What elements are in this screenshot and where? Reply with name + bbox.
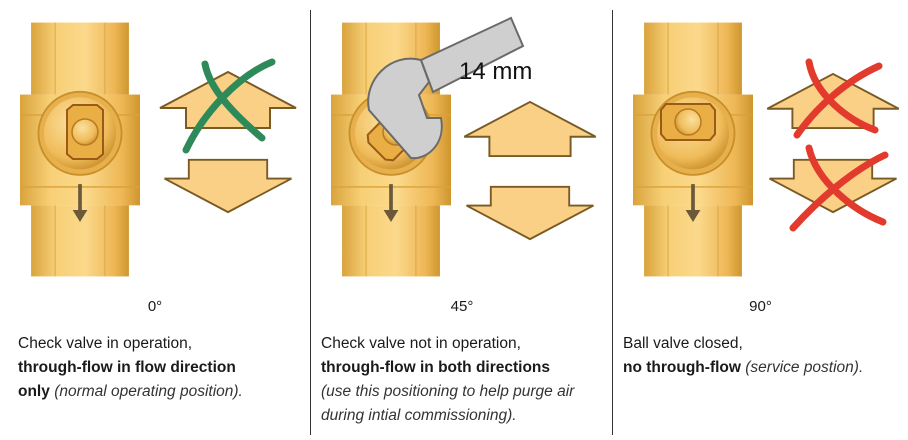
panel-description: Check valve in operation, through-flow i…	[18, 332, 303, 404]
panel-divider	[612, 10, 613, 435]
description-italic-b: during intial commissioning).	[321, 407, 517, 424]
wrench-size-label: 14 mm	[459, 58, 532, 85]
description-line1: Check valve in operation,	[18, 335, 193, 352]
valve-90deg-illustration	[633, 20, 900, 279]
green-cross-icon	[182, 58, 276, 154]
flow-arrow-down-icon	[465, 185, 595, 241]
panel-45-degrees: 14 mm 45° Check valve not in operation, …	[311, 0, 613, 440]
description-line1: Check valve not in operation,	[321, 335, 521, 352]
panel-description: Check valve not in operation, through-fl…	[321, 332, 611, 428]
description-bold-a: through-flow in flow direction	[18, 359, 236, 376]
red-cross-icon	[789, 58, 889, 232]
ball-valve-icon	[633, 20, 753, 279]
angle-label: 90°	[749, 298, 772, 315]
panel-0-degrees: 0° Check valve in operation, through-flo…	[0, 0, 310, 440]
flow-arrow-up-icon	[463, 100, 597, 158]
description-bold: no through-flow	[623, 359, 741, 376]
panel-description: Ball valve closed, no through-flow (serv…	[623, 332, 906, 380]
description-italic-a: (use this positioning to help purge air	[321, 383, 575, 400]
description-italic: (service postion).	[745, 359, 864, 376]
description-line1: Ball valve closed,	[623, 335, 743, 352]
panel-divider	[310, 10, 311, 435]
valve-45deg-illustration: 14 mm	[331, 16, 597, 279]
flow-arrow-down-icon	[163, 158, 293, 214]
panel-90-degrees: 90° Ball valve closed, no through-flow (…	[613, 0, 908, 440]
description-bold: through-flow in both directions	[321, 359, 551, 376]
valve-0deg-illustration	[20, 20, 297, 279]
angle-label: 45°	[450, 298, 474, 315]
wrench-icon	[367, 16, 525, 160]
angle-label: 0°	[147, 298, 163, 315]
valve-stem-0deg	[66, 104, 104, 160]
description-bold-b: only	[18, 383, 50, 400]
description-italic: (normal operating position).	[54, 383, 243, 400]
valve-stem-90deg	[660, 103, 716, 141]
